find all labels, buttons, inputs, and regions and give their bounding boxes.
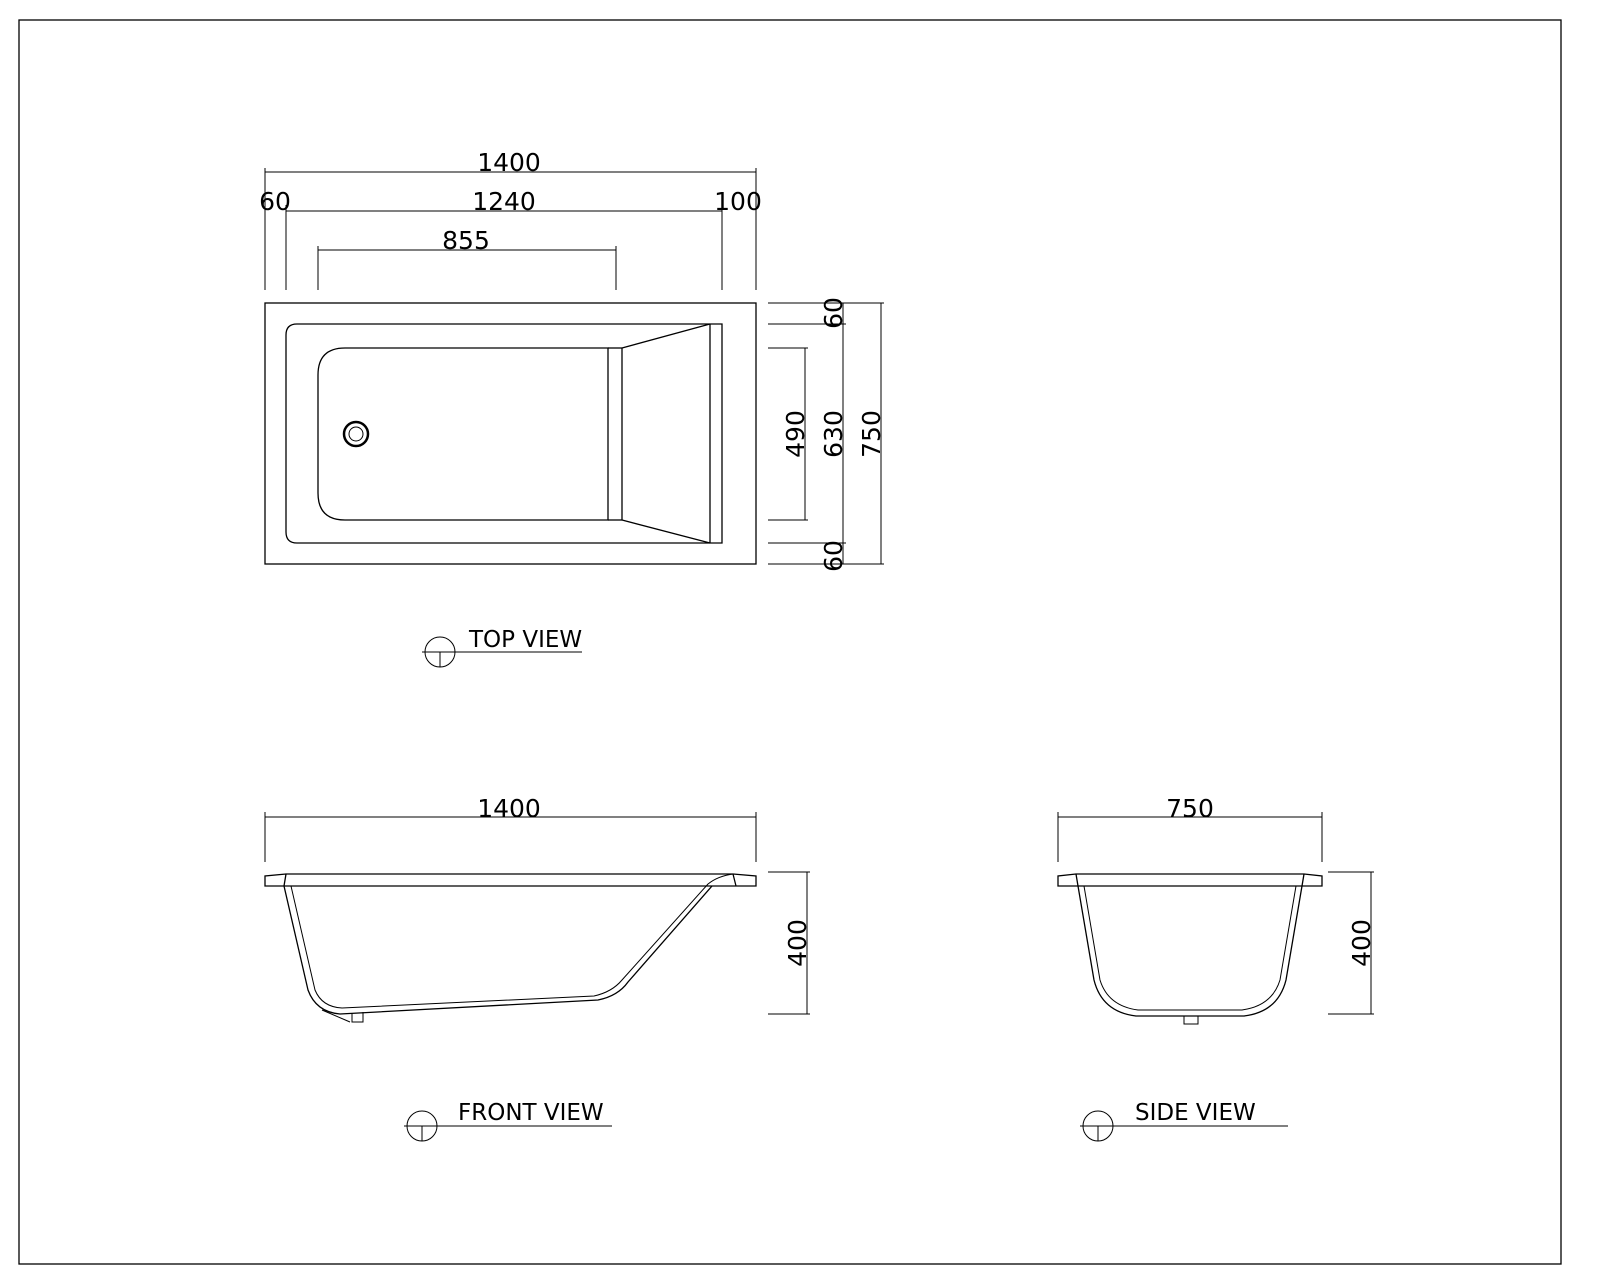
- sheet-border: [18, 19, 1562, 1265]
- tub-inner-edge: [285, 323, 723, 544]
- top-view-label: TOP VIEW: [422, 627, 582, 668]
- front-view-title: FRONT VIEW: [458, 1100, 604, 1126]
- tub-basin: [317, 347, 609, 521]
- dim-top-top-rim: 60: [819, 297, 848, 329]
- dim-front-length: 1400: [477, 794, 541, 823]
- dim-top-basin-width: 490: [781, 410, 810, 458]
- dim-side-height: 400: [1347, 919, 1376, 967]
- dim-top-inner-width: 630: [819, 410, 848, 458]
- side-tub-body: [1077, 885, 1303, 1017]
- side-view-label: SIDE VIEW: [1080, 1100, 1288, 1142]
- dim-top-basin-length: 855: [442, 226, 490, 255]
- top-view-title: TOP VIEW: [468, 627, 582, 653]
- dim-top-bottom-rim: 60: [819, 540, 848, 572]
- front-view: 1400 400 FRONT VIEW: [264, 794, 812, 1142]
- dim-top-overall-width: 750: [857, 410, 886, 458]
- dim-top-right-rim: 100: [714, 187, 762, 216]
- dim-side-width: 750: [1166, 794, 1214, 823]
- side-view-title: SIDE VIEW: [1135, 1100, 1256, 1126]
- front-view-label: FRONT VIEW: [404, 1100, 612, 1142]
- dim-top-inner-length: 1240: [472, 187, 536, 216]
- drain: [342, 420, 370, 448]
- dim-top-left-rim: 60: [259, 187, 291, 216]
- top-view: 1400 60 1240 100 855 60 490 630 750: [259, 148, 886, 668]
- front-tub-body: [283, 885, 713, 1015]
- dim-front-height: 400: [783, 919, 812, 967]
- tub-outer-rim: [264, 302, 757, 565]
- side-view: 750 400 SIDE VIEW: [1057, 794, 1376, 1142]
- dim-top-overall-length: 1400: [477, 148, 541, 177]
